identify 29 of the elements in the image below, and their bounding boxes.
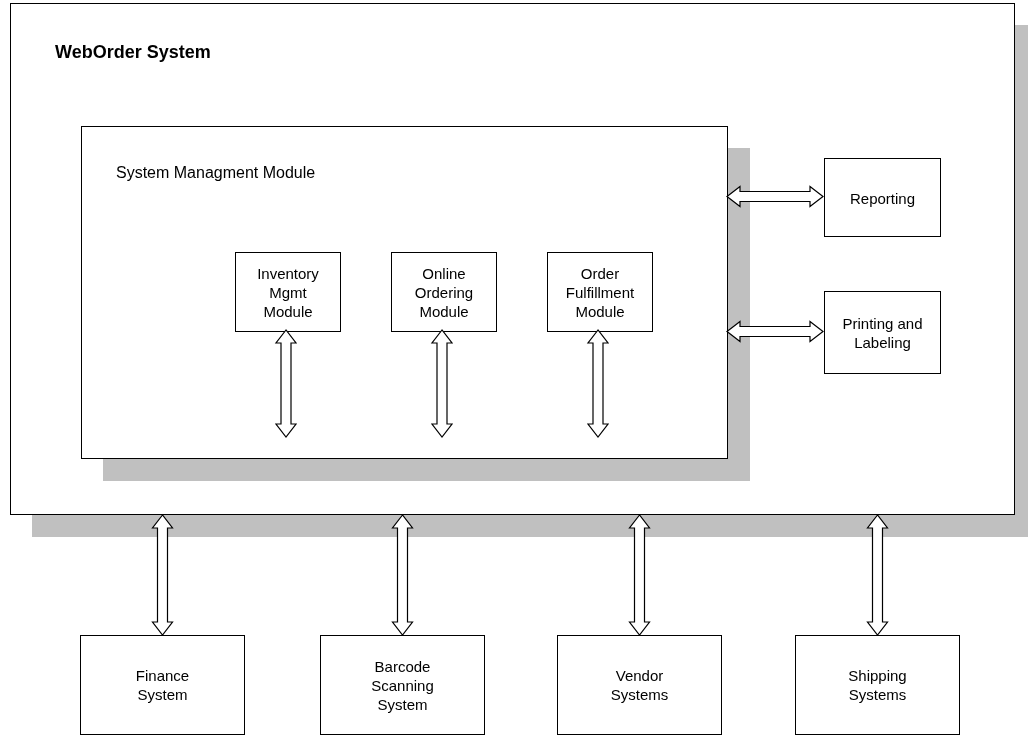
double-arrow: [274, 329, 298, 438]
double-arrow: [726, 320, 824, 343]
box-label: Reporting: [848, 188, 916, 207]
box-label: Printing and Labeling: [841, 313, 924, 352]
box-label: Inventory Mgmt Module: [256, 263, 320, 321]
double-arrow: [391, 514, 414, 636]
module-box: [824, 291, 941, 374]
double-arrow: [151, 514, 174, 636]
box-label: Online Ordering Module: [413, 263, 475, 321]
module-box: [557, 635, 722, 735]
container-label: WebOrder System: [55, 42, 211, 63]
double-arrow: [586, 329, 610, 438]
module-box: [391, 252, 497, 332]
box-label: Finance System: [134, 666, 191, 704]
double-arrow: [628, 514, 651, 636]
module-box: [824, 158, 941, 237]
box-label: Shipping Systems: [847, 666, 908, 704]
double-arrow: [866, 514, 889, 636]
double-arrow: [430, 329, 454, 438]
module-heading: System Managment Module: [116, 164, 316, 182]
module-box: [80, 635, 245, 735]
module-box: [235, 252, 341, 332]
module-box: [320, 635, 485, 735]
module-box: [547, 252, 653, 332]
box-label: Barcode Scanning System: [370, 656, 435, 714]
double-arrow: [726, 185, 824, 208]
box-label: Vendor Systems: [609, 666, 670, 704]
box-label: Order Fulfillment Module: [564, 263, 636, 321]
module-box: [795, 635, 960, 735]
